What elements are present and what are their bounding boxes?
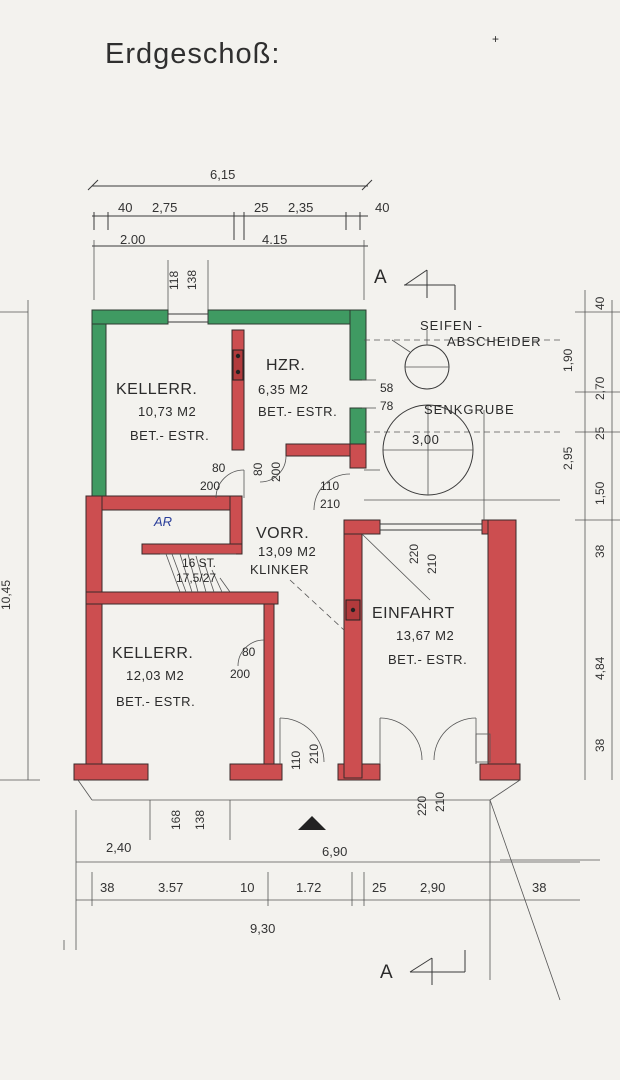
section-marks: A A	[298, 267, 466, 985]
senkgrube-label: SENKGRUBE	[424, 402, 515, 417]
door2-height: 200	[269, 462, 283, 482]
room-keller-2: KELLERR. 12,03 M2 BET.- ESTR.	[112, 645, 195, 709]
door4-width: 80	[242, 645, 256, 659]
door7-height: 210	[425, 554, 439, 574]
dim-window-138: 138	[185, 270, 199, 290]
room-einfahrt: EINFAHRT 13,67 M2 BET.- ESTR.	[372, 605, 467, 667]
room-vorr-area: 13,09 M2	[258, 544, 316, 559]
room-vorr-name: VORR.	[256, 525, 309, 542]
dim-window-118: 118	[167, 271, 181, 290]
room-vorr-floor: KLINKER	[250, 562, 309, 577]
dim-bottom-38b: 38	[532, 880, 546, 895]
dim-top-275: 2,75	[152, 200, 177, 215]
door1-height: 200	[200, 479, 220, 493]
dim-bottom-138: 138	[193, 810, 207, 830]
dimensions-top: 6,15 40 2,75 25 2,35 40 2.00 4.15 118 13…	[87, 167, 389, 310]
dim-right-295: 2,95	[561, 446, 575, 470]
room-hzr-name: HZR.	[266, 357, 305, 374]
dim-bottom-172: 1.72	[296, 880, 321, 895]
door-dimension-labels: 80 200 80 200 110 210 80 200 110 210 220…	[200, 381, 447, 816]
exterior-lines	[75, 339, 600, 1001]
dimensions-right: 40 1,90 2,70 25 2,95 1,50 38 4,84 38	[561, 290, 620, 780]
dim-bottom-38a: 38	[100, 880, 114, 895]
room-keller2-name: KELLERR.	[112, 645, 193, 662]
dim-bottom-25: 25	[372, 880, 386, 895]
dim-top-25: 25	[254, 200, 268, 215]
dim-bottom-168: 168	[169, 810, 183, 830]
door2-width: 80	[251, 462, 265, 476]
dim-bottom-357: 3.57	[158, 880, 183, 895]
walls	[73, 309, 521, 781]
window-height: 78	[380, 399, 394, 413]
door6-width: 220	[415, 796, 429, 816]
door4-height: 200	[230, 667, 250, 681]
dim-left-1045: 10,45	[0, 580, 13, 610]
dim-right-190: 1,90	[561, 348, 575, 372]
dim-overall-top: 6,15	[210, 167, 235, 182]
room-keller2-floor: BET.- ESTR.	[116, 694, 195, 709]
dim-right-484: 4,84	[593, 656, 607, 680]
window-width: 58	[380, 381, 394, 395]
dim-right-25: 25	[593, 426, 607, 440]
ar-note: AR	[153, 514, 172, 529]
dim-top-40b: 40	[375, 200, 389, 215]
door7-width: 220	[407, 544, 421, 564]
door5-height: 210	[307, 744, 321, 764]
dimensions-left: 10,45	[0, 300, 40, 781]
dim-top-40a: 40	[118, 200, 132, 215]
dim-bottom-overall: 9,30	[250, 921, 275, 936]
room-keller1-floor: BET.- ESTR.	[130, 428, 209, 443]
section-mark-top: A	[374, 267, 387, 288]
stair-ratio: 17,5/27	[176, 571, 216, 585]
dim-top-200: 2.00	[120, 232, 145, 247]
room-keller1-name: KELLERR.	[116, 381, 197, 398]
room-einfahrt-area: 13,67 M2	[396, 628, 454, 643]
dim-bottom-240: 2,40	[106, 840, 131, 855]
room-hzr-floor: BET.- ESTR.	[258, 404, 337, 419]
section-mark-bottom: A	[380, 962, 393, 983]
dimensions-bottom: 168 138 2,40 6,90 38 3.57 10 1.72 25 2,9…	[63, 800, 580, 950]
dim-right-40: 40	[593, 296, 607, 310]
room-keller1-area: 10,73 M2	[138, 404, 196, 419]
room-keller2-area: 12,03 M2	[126, 668, 184, 683]
senkgrube-diameter: 3,00	[412, 432, 439, 447]
room-keller-1: KELLERR. 10,73 M2 BET.- ESTR.	[116, 381, 209, 443]
dim-bottom-10: 10	[240, 880, 254, 895]
door1-width: 80	[212, 461, 226, 475]
seifen-label-1: SEIFEN -	[420, 318, 483, 333]
tanks: SEIFEN - ABSCHEIDER SENKGRUBE 3,00	[382, 318, 542, 496]
room-hzr: HZR. 6,35 M2 BET.- ESTR.	[258, 357, 337, 419]
dim-top-415: 4.15	[262, 232, 287, 247]
stair-steps: 16 ST.	[182, 556, 216, 570]
dim-bottom-290: 2,90	[420, 880, 445, 895]
seifen-label-2: ABSCHEIDER	[447, 334, 542, 349]
svg-text:+: +	[492, 32, 499, 46]
dim-top-235: 2,35	[288, 200, 313, 215]
stairs: 16 ST. 17,5/27	[160, 553, 236, 593]
door6-height: 210	[433, 792, 447, 812]
plan-title: Erdgeschoß:	[105, 38, 280, 70]
dim-right-38a: 38	[593, 544, 607, 558]
dim-bottom-690: 6,90	[322, 844, 347, 859]
entrance-arrow-icon	[298, 816, 326, 830]
door3-width: 110	[320, 479, 339, 493]
dim-right-270: 2,70	[593, 376, 607, 400]
dim-right-150: 1,50	[593, 481, 607, 505]
door5-width: 110	[289, 751, 303, 770]
dim-right-38b: 38	[593, 738, 607, 752]
door-swings	[215, 455, 491, 764]
door3-height: 210	[320, 497, 340, 511]
room-einfahrt-name: EINFAHRT	[372, 605, 455, 622]
room-hzr-area: 6,35 M2	[258, 382, 308, 397]
room-vorr: VORR. 13,09 M2 KLINKER	[250, 525, 316, 577]
room-einfahrt-floor: BET.- ESTR.	[388, 652, 467, 667]
